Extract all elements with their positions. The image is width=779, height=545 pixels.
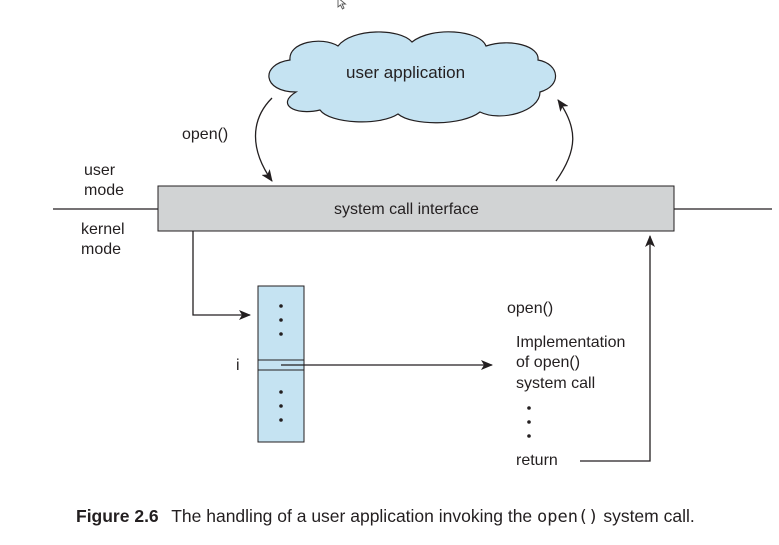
user-application-cloud — [268, 31, 557, 124]
open-call-label: open() — [182, 126, 229, 143]
figure-number: Figure 2.6 — [76, 506, 159, 526]
system-call-table — [257, 285, 305, 443]
return-label: return — [516, 452, 558, 469]
table-dots-upper — [279, 304, 283, 336]
figure-caption: Figure 2.6 The handling of a user applic… — [76, 505, 695, 528]
cloud-label: user application — [346, 63, 466, 82]
mouse-cursor-icon — [337, 0, 347, 10]
return-to-user-arrow — [555, 99, 574, 182]
dispatch-arrow — [192, 231, 251, 320]
return-arrow — [580, 235, 655, 462]
user-mode-label-line2: mode — [84, 182, 125, 199]
kernel-mode-label-line1: kernel — [81, 221, 125, 238]
implementation-line-2: of open() — [516, 354, 581, 371]
implementation-header: open() — [507, 300, 554, 317]
user-mode-label-line1: user — [84, 162, 116, 179]
interface-label: system call interface — [334, 201, 479, 218]
table-dots-lower — [279, 390, 283, 422]
caption-text-before: The handling of a user application invok… — [171, 506, 538, 526]
table-index-label: i — [236, 357, 240, 374]
implementation-dots — [527, 406, 531, 438]
system-call-interface-bar — [157, 185, 675, 232]
kernel-mode-label-line2: mode — [81, 241, 122, 258]
caption-text-after: system call. — [598, 506, 695, 526]
implementation-line-3: system call — [516, 375, 596, 392]
caption-code: open() — [537, 507, 599, 527]
implementation-line-1: Implementation — [516, 334, 626, 351]
call-arrow — [254, 97, 273, 182]
